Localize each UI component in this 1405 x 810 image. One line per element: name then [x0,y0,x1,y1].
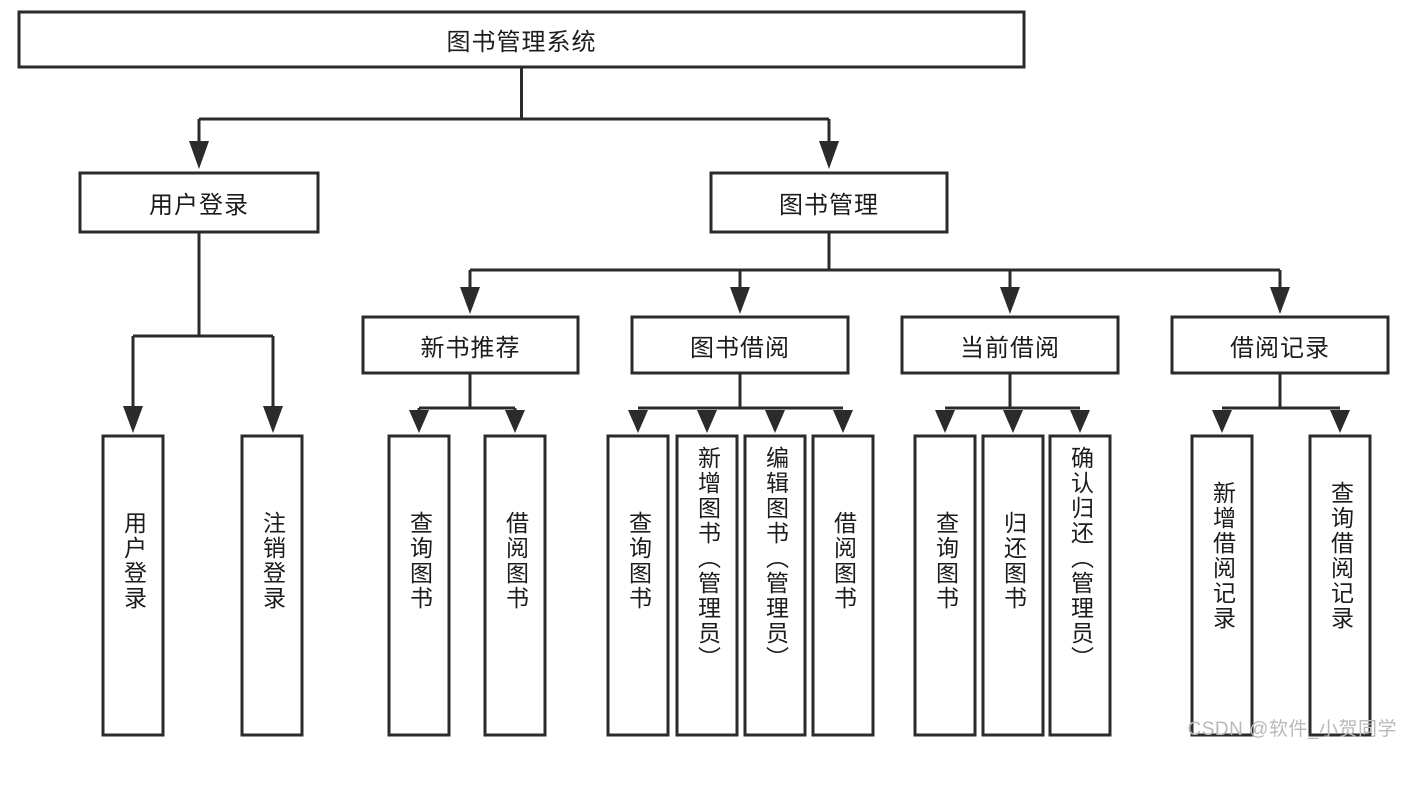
connector-group-current-borrow-to-leaves [935,373,1090,433]
node-box-leaf-query-book-1[interactable] [387,434,451,737]
arrow-to-leaf-confirm-return-admin [1070,410,1090,433]
node-box-leaf-user-login[interactable] [101,434,165,737]
arrow-to-leaf-edit-book-admin [765,410,785,433]
arrow-to-leaf-query-book-2 [628,410,648,433]
flowchart-svg [17,10,1390,737]
arrow-to-leaf-return-book [1003,410,1023,433]
arrow-to-leaf-borrow-book-1 [505,410,525,433]
node-box-leaf-add-book-admin[interactable] [675,434,739,737]
node-box-leaf-logout[interactable] [240,434,304,737]
arrow-to-leaf-user-login [123,406,143,433]
node-box-leaf-confirm-return-admin[interactable] [1048,434,1112,737]
connector-group-root-to-level2 [189,67,839,169]
arrow-to-borrow-record [1270,287,1290,314]
watermark-text: CSDN @软件_小贺同学 [1187,719,1397,740]
node-box-leaf-query-book-3[interactable] [913,434,977,737]
arrow-to-leaf-query-book-1 [409,410,429,433]
arrow-to-new-book-recommend [460,287,480,314]
arrow-to-leaf-query-book-3 [935,410,955,433]
node-box-user-login[interactable] [78,171,320,234]
node-box-book-management[interactable] [709,171,949,234]
node-box-leaf-return-book[interactable] [981,434,1045,737]
arrow-to-user-login [189,141,209,169]
node-box-current-borrow[interactable] [900,315,1120,375]
node-box-leaf-borrow-book-1[interactable] [483,434,547,737]
node-box-leaf-edit-book-admin[interactable] [743,434,807,737]
node-box-leaf-query-book-2[interactable] [606,434,670,737]
flowchart-canvas: 图书管理系统 用户登录 图书管理 新书推荐 图书借阅 当前借阅 借阅记录 用户登… [17,10,1397,740]
node-box-book-borrow[interactable] [630,315,850,375]
node-box-root[interactable] [17,10,1026,69]
connector-group-user-login-to-leaves [123,232,283,433]
node-box-new-book-recommend[interactable] [361,315,580,375]
arrow-to-book-borrow [730,287,750,314]
arrow-to-leaf-borrow-book-2 [833,410,853,433]
node-box-leaf-borrow-book-2[interactable] [811,434,875,737]
arrow-to-leaf-query-borrow-record [1330,410,1350,433]
connector-group-book-management-to-level3 [460,232,1290,314]
connector-group-new-book-to-leaves [409,373,525,433]
connector-group-book-borrow-to-leaves [628,373,853,433]
arrow-to-leaf-logout [263,406,283,433]
arrow-to-book-management [819,141,839,169]
node-box-leaf-query-borrow-record[interactable] [1308,434,1372,737]
arrow-to-current-borrow [1000,287,1020,314]
node-box-leaf-add-borrow-record[interactable] [1190,434,1254,737]
arrow-to-leaf-add-book-admin [697,410,717,433]
node-box-borrow-record[interactable] [1170,315,1390,375]
arrow-to-leaf-add-borrow-record [1212,410,1232,433]
connector-group-borrow-record-to-leaves [1212,373,1350,433]
